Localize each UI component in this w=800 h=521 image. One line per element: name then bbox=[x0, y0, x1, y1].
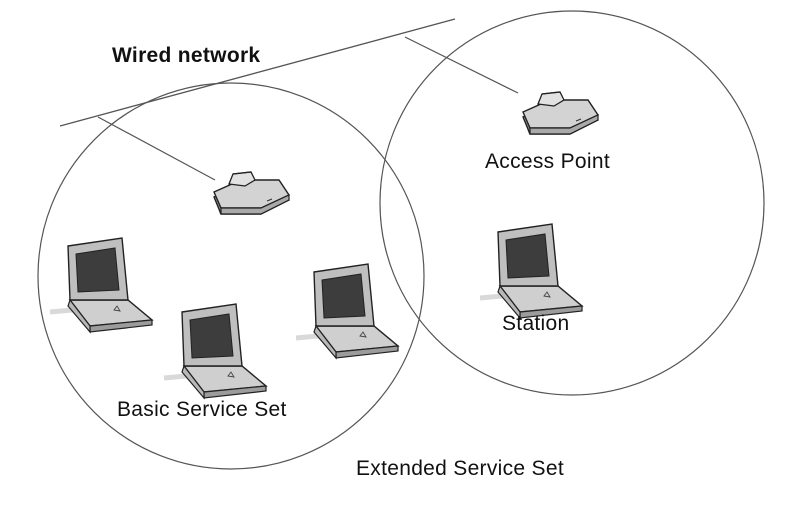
extended-service-set-label: Extended Service Set bbox=[356, 457, 564, 480]
wired-network-label: Wired network bbox=[112, 44, 261, 67]
station-label: Station bbox=[502, 312, 570, 335]
laptop-icon bbox=[164, 304, 266, 398]
basic-service-set-circle bbox=[37, 82, 425, 470]
laptop-icon bbox=[480, 224, 582, 318]
wired-network-line bbox=[59, 18, 456, 127]
wired-drop-line-right bbox=[404, 36, 519, 94]
access-point-icon bbox=[214, 172, 289, 214]
basic-service-set-label: Basic Service Set bbox=[117, 398, 287, 421]
laptop-icon bbox=[50, 238, 152, 332]
wired-drop-line-left bbox=[97, 116, 216, 181]
laptop-icon bbox=[296, 264, 398, 358]
service-set-circle-right bbox=[379, 10, 765, 396]
access-point-icon bbox=[523, 92, 598, 134]
access-point-label: Access Point bbox=[485, 150, 610, 173]
